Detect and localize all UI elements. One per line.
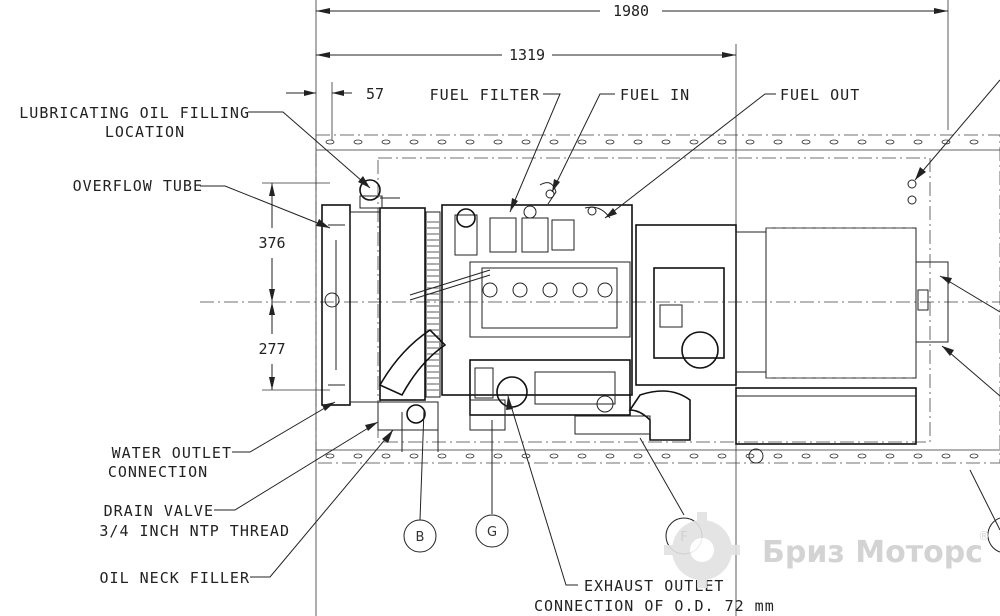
callout-fuel-in: FUEL IN <box>620 86 690 104</box>
bolt-hole <box>521 139 531 145</box>
bubble-b-label: B <box>416 530 425 545</box>
dimension-376-label: 376 <box>258 234 285 252</box>
bolt-hole <box>549 139 559 145</box>
callout-lube-oil-line2: LOCATION <box>105 123 185 141</box>
dimension-1319-label: 1319 <box>509 46 545 64</box>
bolt-hole <box>745 139 755 145</box>
bolt-hole <box>829 139 839 145</box>
watermark-mark: ® <box>978 529 990 543</box>
drain-valve-bracket <box>377 399 506 452</box>
bolt-hole <box>633 453 643 459</box>
callout-oil-neck-filler: OIL NECK FILLER <box>100 569 250 587</box>
dimension-1980-label: 1980 <box>613 2 649 20</box>
bolt-hole <box>409 453 419 459</box>
callout-fuel-out: FUEL OUT <box>780 86 860 104</box>
engine-block <box>409 204 633 396</box>
watermark: Бриз Моторс ® <box>664 512 990 588</box>
oil-filler-cap <box>359 179 400 209</box>
bubble-g <box>475 514 509 548</box>
bolt-hole <box>941 453 951 459</box>
bolt-hole <box>689 139 699 145</box>
leader-lines <box>200 79 1000 586</box>
bolt-hole <box>437 453 447 459</box>
bolt-hole <box>829 453 839 459</box>
bolt-hole <box>801 139 811 145</box>
bolt-hole <box>913 139 923 145</box>
exhaust-pipe <box>378 328 691 441</box>
bubble-b <box>403 519 437 553</box>
bolt-hole <box>493 139 503 145</box>
callout-labels: LUBRICATING OIL FILLING LOCATION OVERFLO… <box>19 86 860 615</box>
bolt-hole <box>353 139 363 145</box>
bolt-hole <box>773 139 783 145</box>
alternator <box>635 224 949 386</box>
bubble-g-label: G <box>487 525 497 540</box>
base-frame <box>315 134 1000 464</box>
bolt-hole <box>353 453 363 459</box>
bolt-hole <box>409 139 419 145</box>
bolt-hole <box>885 139 895 145</box>
callout-exhaust-outlet-line2: CONNECTION OF O.D. 72 mm <box>534 597 775 615</box>
dimension-vertical: 376 277 <box>258 182 330 391</box>
callout-drain-valve-line1: DRAIN VALVE <box>104 502 214 520</box>
bolt-hole <box>605 139 615 145</box>
oil-sump <box>469 359 631 416</box>
callout-fuel-filter: FUEL FILTER <box>430 86 540 104</box>
callout-lube-oil-line1: LUBRICATING OIL FILLING <box>19 104 250 122</box>
bolt-hole <box>381 139 391 145</box>
callout-water-outlet-line2: CONNECTION <box>108 463 208 481</box>
bolt-hole <box>885 453 895 459</box>
bolt-hole <box>913 453 923 459</box>
bolt-hole <box>381 453 391 459</box>
bolt-hole <box>577 453 587 459</box>
fuel-lines <box>539 179 917 219</box>
radiator-fins <box>427 221 439 391</box>
bolt-hole <box>717 453 727 459</box>
bolt-hole <box>801 453 811 459</box>
bolt-hole <box>745 453 755 459</box>
dimension-57: 57 <box>286 85 384 103</box>
bolt-hole <box>661 453 671 459</box>
bolt-hole <box>549 453 559 459</box>
bolt-hole <box>465 139 475 145</box>
dimension-57-label: 57 <box>366 85 384 103</box>
bolt-hole <box>717 139 727 145</box>
dimension-1980: 1980 <box>316 2 948 20</box>
dimension-277-label: 277 <box>258 340 285 358</box>
bolt-hole <box>325 139 335 145</box>
callout-overflow-tube: OVERFLOW TUBE <box>73 177 203 195</box>
bolt-hole <box>437 139 447 145</box>
callout-exhaust-outlet-line1: EXHAUST OUTLET <box>584 577 724 595</box>
bolt-hole <box>857 139 867 145</box>
bolt-hole <box>325 453 335 459</box>
callout-water-outlet-line1: WATER OUTLET <box>112 444 232 462</box>
radiator <box>321 204 441 406</box>
watermark-text: Бриз Моторс <box>762 535 983 570</box>
bolt-hole <box>577 139 587 145</box>
bolt-hole <box>661 139 671 145</box>
bolt-hole <box>857 453 867 459</box>
bolt-hole <box>493 453 503 459</box>
bolt-hole <box>633 139 643 145</box>
bolt-hole <box>689 453 699 459</box>
dimension-1319: 1319 <box>316 46 736 64</box>
bolt-hole <box>773 453 783 459</box>
bolt-hole <box>605 453 615 459</box>
gear-icon <box>664 512 740 588</box>
control-box <box>735 387 917 464</box>
bolt-hole <box>969 453 979 459</box>
bolt-hole <box>969 139 979 145</box>
bolt-hole <box>465 453 475 459</box>
callout-drain-valve-line2: 3/4 INCH NTP THREAD <box>99 522 290 540</box>
